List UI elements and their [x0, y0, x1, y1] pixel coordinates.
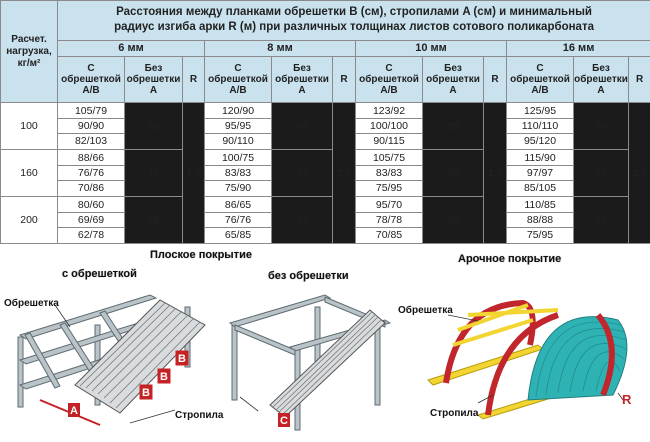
title-line-2: радиус изгиба арки R (м) при различных т… — [114, 21, 594, 34]
load-value: 160 — [0, 149, 58, 198]
col-r: R — [483, 56, 507, 104]
col-r: R — [627, 56, 650, 104]
label-b: B — [178, 353, 186, 365]
r-value: 1,7 — [483, 102, 507, 244]
label-a: A — [70, 405, 78, 417]
col-without-lath: Без обрешетки A — [422, 56, 484, 104]
flat-with-lath-figure: B B B A — [17, 294, 206, 426]
r-value: 1,0 — [182, 102, 205, 244]
without-lath-cell: 55 — [124, 102, 183, 151]
col-without-lath: Без обрешетки A — [573, 56, 629, 104]
thickness-10: 10 мм — [355, 39, 507, 58]
without-lath-cell: 65 — [422, 102, 484, 151]
without-lath-cell: 45 — [271, 149, 333, 198]
title-line-1: Расстояния между планками обрешетки B (с… — [116, 6, 592, 19]
thickness-6: 6 мм — [57, 39, 205, 58]
load-header: Расчет. нагрузка, кг/м² — [0, 0, 58, 104]
col-r: R — [182, 56, 205, 104]
without-lath-cell: 43 — [124, 149, 183, 198]
without-lath-cell: 38 — [124, 196, 183, 244]
without-lath-cell: 40 — [271, 196, 333, 244]
label-b: B — [142, 387, 150, 399]
lath-label: Обрешетка — [4, 298, 59, 309]
table-title: Расстояния между планками обрешетки B (с… — [56, 0, 650, 41]
without-lath-cell: 60 — [271, 102, 333, 151]
arch-figure — [427, 299, 628, 420]
without-lath-cell: 40 — [422, 196, 484, 244]
col-with-lath: С обрешеткой A/B — [204, 56, 272, 104]
r-value: 2,8 — [627, 102, 650, 244]
flat-without-lath-figure: C — [228, 294, 392, 431]
col-with-lath: С обрешеткой A/B — [57, 56, 125, 104]
thickness-8: 8 мм — [204, 39, 356, 58]
col-with-lath: С обрешеткой A/B — [506, 56, 574, 104]
flat-roof-caption: Плоское покрытие — [150, 249, 252, 261]
thickness-16: 16 мм — [505, 39, 650, 58]
spacing-table: Расчет. нагрузка, кг/м² Расстояния между… — [0, 0, 650, 244]
r-value: 1,5 — [332, 102, 356, 244]
col-r: R — [332, 56, 356, 104]
lath-label-arch: Обрешетка — [398, 305, 453, 316]
load-value: 200 — [0, 196, 58, 244]
load-value: 100 — [0, 102, 58, 151]
col-with-lath: С обрешеткой A/B — [355, 56, 423, 104]
without-lath-cell: 50 — [422, 149, 484, 198]
label-c: C — [280, 415, 288, 427]
without-lath-cell: 55 — [573, 196, 629, 244]
without-lath-caption: без обрешетки — [268, 270, 349, 282]
rafter-label-flat: Стропила — [175, 410, 224, 421]
without-lath-cell: 65 — [573, 149, 629, 198]
col-without-lath: Без обрешетки A — [271, 56, 333, 104]
with-lath-caption: с обрешеткой — [62, 268, 137, 280]
label-r: R — [622, 392, 632, 407]
label-b: B — [160, 371, 168, 383]
arch-roof-caption: Арочное покрытие — [458, 253, 562, 265]
col-without-lath: Без обрешетки A — [124, 56, 183, 104]
rafter-label-arch: Стропила — [430, 408, 479, 419]
without-lath-cell: 80 — [573, 102, 629, 151]
